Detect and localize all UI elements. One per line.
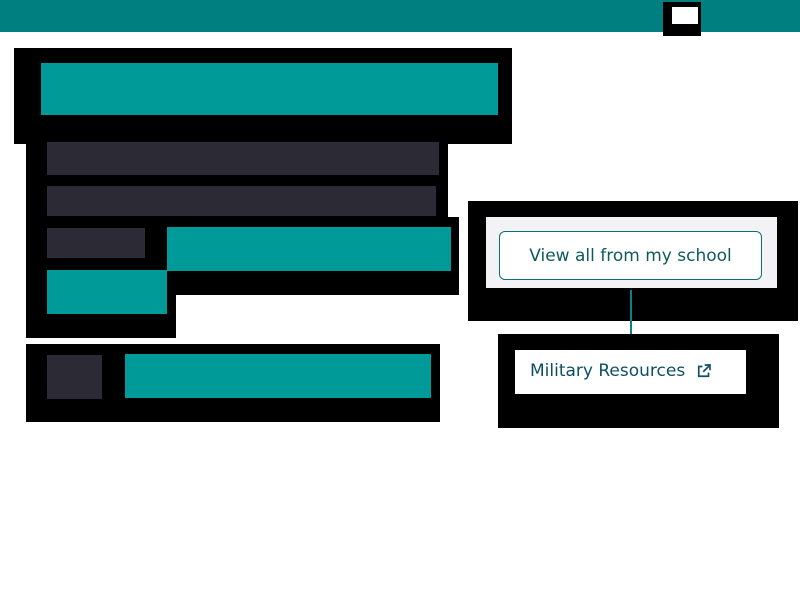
button-placeholder-3[interactable]	[125, 354, 431, 398]
external-link-icon	[698, 364, 712, 378]
text-line-placeholder-2	[47, 186, 436, 216]
window-icon[interactable]	[672, 7, 698, 24]
label-placeholder-1	[47, 228, 145, 258]
callout-connector-line	[630, 290, 632, 346]
view-all-from-my-school-button[interactable]: View all from my school	[499, 231, 762, 280]
text-line-placeholder-1	[47, 142, 439, 175]
button-placeholder-1[interactable]	[167, 227, 451, 271]
military-resources-card	[515, 350, 746, 394]
button-placeholder-2[interactable]	[47, 270, 167, 314]
military-resources-label: Military Resources	[530, 361, 686, 381]
heading-placeholder	[41, 63, 498, 115]
label-placeholder-2	[47, 355, 102, 399]
military-resources-link[interactable]: Military Resources	[530, 356, 740, 386]
